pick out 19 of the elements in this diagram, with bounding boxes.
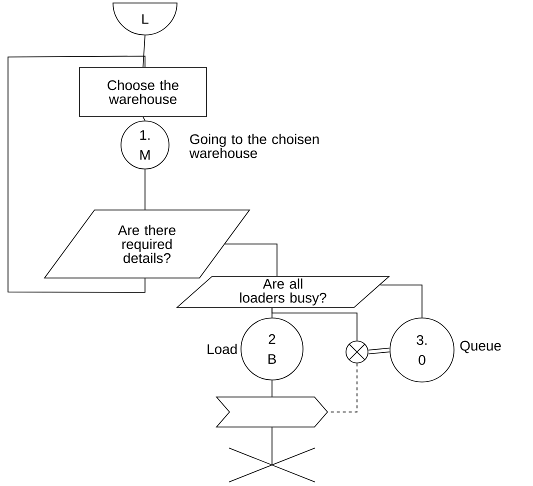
circle-node: 2 B (240, 318, 304, 380)
connector-line (142, 116, 146, 121)
process-box: Choose the warehouse (79, 67, 207, 117)
cross-mark (228, 448, 316, 482)
node-caption: Going to the choisen warehouse (189, 134, 319, 158)
connector-line (144, 169, 146, 210)
double-connector (368, 348, 390, 354)
connector-line (142, 35, 146, 68)
chevron-flag (216, 396, 328, 428)
circle-node: 1. M (120, 120, 170, 170)
connector-line (272, 308, 358, 341)
circle-node: 3. 0 (390, 318, 454, 382)
connector-line (8, 56, 146, 293)
connector-line (224, 244, 278, 276)
dashed-connector (328, 363, 358, 412)
node-caption: Queue (460, 340, 501, 354)
summing-junction (346, 340, 368, 364)
node-caption: Load (208, 344, 237, 354)
connector-line (380, 284, 422, 318)
